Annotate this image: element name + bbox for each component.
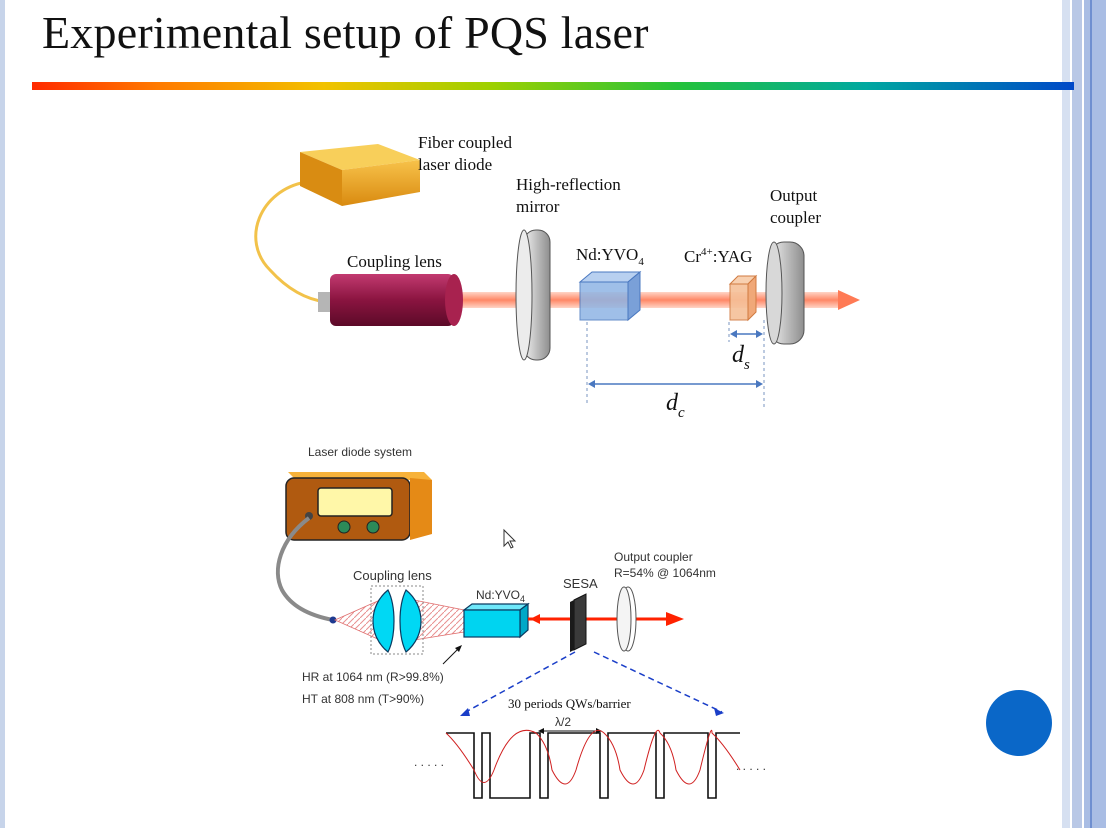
half-lambda-label: λ/2 <box>555 715 571 729</box>
bottom-ndyvo4-label: Nd:YVO4 <box>476 588 525 604</box>
bottom-coupling-lens-label: Coupling lens <box>353 568 432 583</box>
cr-yag-crystal <box>728 274 758 322</box>
bottom-setup: Laser diode system Coupling lens <box>275 445 766 799</box>
bottom-oc-label-line1: Output coupler <box>614 550 693 564</box>
bottom-coupling-lens <box>372 589 422 653</box>
top-coupling-lens <box>318 274 463 326</box>
ds-label: ds <box>732 342 750 373</box>
dc-arrow <box>588 380 763 388</box>
fiber-coupled-diode <box>300 144 420 206</box>
top-output-coupler <box>765 241 805 345</box>
bottom-fiber-cable <box>275 516 334 622</box>
zoom-line-left <box>461 651 576 715</box>
top-setup: Fiber coupled laser diode Coupling lens … <box>254 133 860 421</box>
bottom-oc-label-line2: R=54% @ 1064nm <box>614 566 716 580</box>
laser-diode-system <box>285 472 432 541</box>
bottom-beam-back-arrowhead <box>530 614 540 624</box>
dc-label: dc <box>666 390 685 421</box>
slide-frame-left <box>0 0 5 828</box>
laser-system-label: Laser diode system <box>308 445 412 459</box>
standing-wave <box>445 729 741 785</box>
ellipsis-right: . . . . . <box>736 759 766 773</box>
fiber-label-line1: Fiber coupled <box>418 133 512 152</box>
slide-frame-right-edge <box>1084 0 1106 828</box>
cr-yag-label: Cr4+:YAG <box>684 246 752 266</box>
top-beam-arrowhead <box>838 290 860 310</box>
ds-arrow <box>730 330 763 338</box>
bottom-beam-arrowhead <box>666 612 684 626</box>
hr-spec-label: HR at 1064 nm (R>99.8%) <box>302 670 444 684</box>
qw-band-profile <box>446 732 740 799</box>
fiber-tip <box>329 616 337 624</box>
fiber-label-line2: laser diode <box>418 155 492 174</box>
hr-mirror-label-line1: High-reflection <box>516 175 621 194</box>
title-gradient-rule <box>32 82 1074 90</box>
top-ndyvo4-label: Nd:YVO4 <box>576 245 644 268</box>
bottom-ndyvo4-crystal <box>462 602 530 639</box>
sesa-absorber <box>570 593 587 652</box>
top-ndyvo4-crystal <box>578 270 642 322</box>
slide-title: Experimental setup of PQS laser <box>42 7 649 58</box>
slide-frame-right-band <box>1072 0 1082 828</box>
ellipsis-left: . . . . . <box>414 755 444 769</box>
hr-mirror-label-line2: mirror <box>516 197 560 216</box>
mouse-cursor-icon <box>503 528 517 549</box>
bottom-output-coupler <box>616 586 637 652</box>
ht-spec-label: HT at 808 nm (T>90%) <box>302 692 424 706</box>
presenter-dot-button[interactable] <box>986 690 1052 756</box>
sesa-label: SESA <box>563 576 598 591</box>
qw-periods-label: 30 periods QWs/barrier <box>508 696 631 711</box>
slide-frame-right <box>1062 0 1070 828</box>
zoom-arrowhead-right <box>714 708 724 716</box>
coupling-lens-bbox <box>370 585 424 655</box>
oc-label-line1: Output <box>770 186 818 205</box>
zoom-line-right <box>593 651 723 713</box>
oc-label-line2: coupler <box>770 208 821 227</box>
hr-pointer-arrow <box>442 645 462 665</box>
high-reflection-mirror <box>515 229 551 361</box>
fiber-cable <box>254 180 327 304</box>
zoom-arrowhead-left <box>460 708 470 716</box>
top-coupling-lens-label: Coupling lens <box>347 252 442 271</box>
slide-frame-right-line <box>1090 0 1092 828</box>
